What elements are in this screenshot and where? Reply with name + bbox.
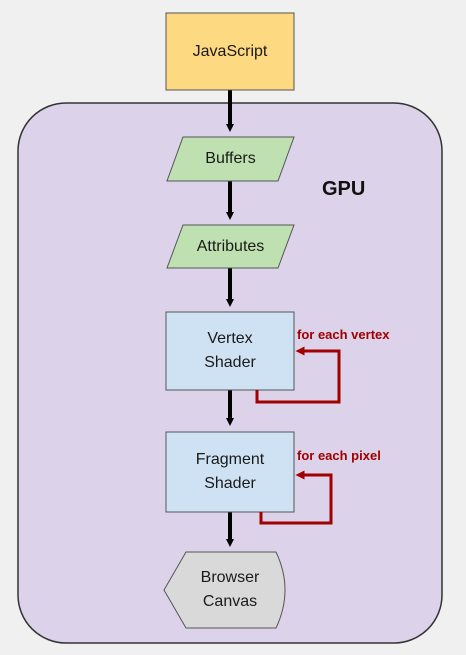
fragment-loop-label: for each pixel (297, 448, 381, 463)
attributes-label: Attributes (196, 237, 265, 255)
gpu-label: GPU (322, 178, 366, 200)
vertex-shader-node (165, 311, 295, 391)
browser-canvas-node (163, 551, 286, 629)
buffers-node (166, 136, 295, 182)
attributes-node (166, 224, 295, 269)
vertex-shader-label: Vertex Shader (204, 330, 256, 371)
javascript-node (165, 12, 295, 91)
fragment-shader-label: Fragment Shader (195, 451, 265, 492)
browser-canvas-label: Browser Canvas (200, 569, 260, 610)
buffers-label: Buffers (205, 150, 256, 167)
fragment-loop-arrow (259, 470, 333, 525)
vertex-loop-arrow (255, 346, 341, 404)
fragment-shader-node (165, 431, 295, 513)
vertex-loop-label: for each vertex (297, 327, 390, 342)
javascript-label: JavaScript (192, 42, 268, 60)
